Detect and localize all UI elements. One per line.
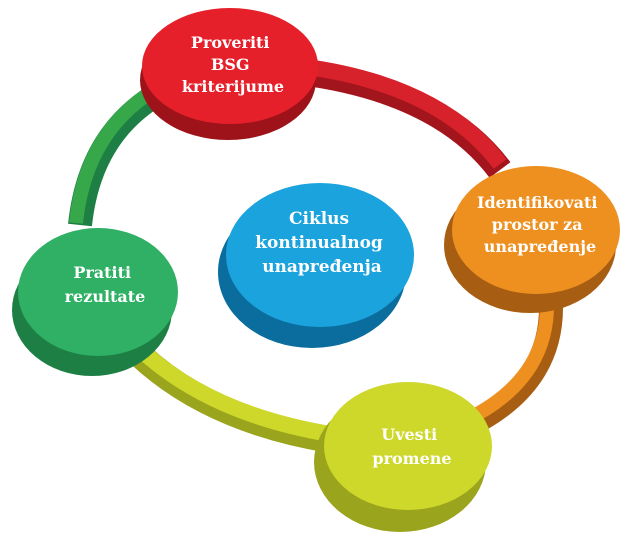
step-disc-introduce-changes: Uvesti promene — [314, 382, 492, 532]
step-label: Proveriti BSG kriterijume — [182, 33, 284, 96]
step-disc-monitor-results: Pratiti rezultate — [12, 228, 178, 376]
center-label: Ciklus kontinualnog unapređenja — [255, 209, 389, 277]
step-label: Uvesti promene — [372, 425, 451, 468]
step-disc-check-criteria: Proveriti BSG kriterijume — [140, 8, 318, 140]
center-disc-continuous-improvement: Ciklus kontinualnog unapređenja — [218, 183, 414, 348]
step-label: Identifikovati prostor za unapređenje — [477, 193, 603, 256]
step-label: Pratiti rezultate — [65, 263, 146, 306]
step-disc-identify-improvement: Identifikovati prostor za unapređenje — [444, 166, 620, 313]
